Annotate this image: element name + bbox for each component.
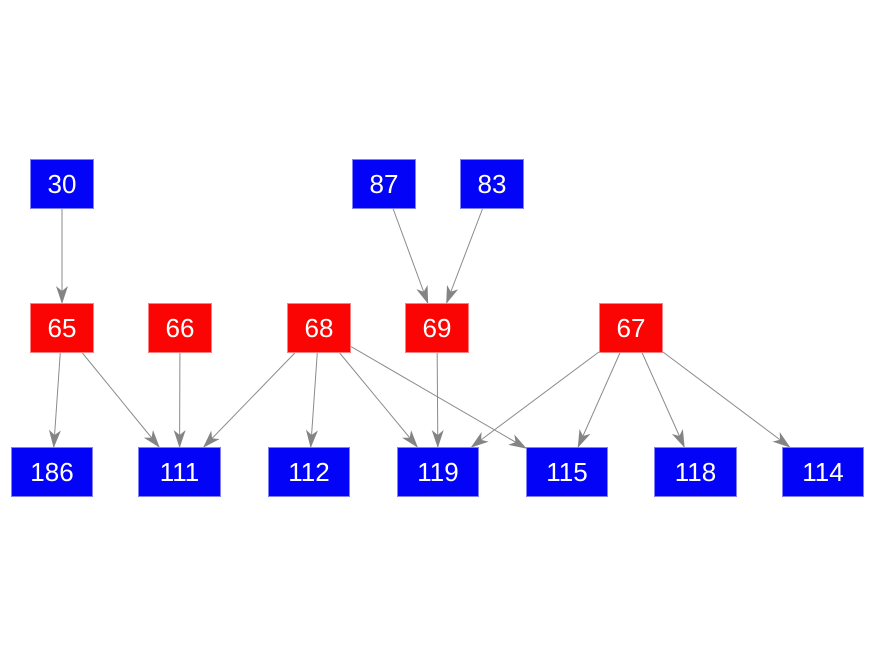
node-83: 83 [460, 159, 524, 209]
node-87: 87 [352, 159, 416, 209]
node-118: 118 [654, 447, 737, 497]
node-67: 67 [599, 303, 663, 353]
edge-67-119 [470, 351, 600, 448]
edge-68-112 [305, 352, 318, 448]
edge-68-115 [350, 346, 527, 449]
node-112: 112 [268, 447, 350, 497]
node-111: 111 [138, 447, 221, 497]
node-114: 114 [782, 447, 864, 497]
node-186: 186 [11, 447, 93, 497]
edge-65-186 [48, 352, 61, 448]
edge-69-119 [431, 352, 444, 448]
edge-67-118 [641, 352, 685, 448]
node-69: 69 [405, 303, 469, 353]
edges-group [48, 208, 791, 449]
node-65: 65 [30, 303, 94, 353]
node-68: 68 [287, 303, 351, 353]
node-115: 115 [526, 447, 608, 497]
node-66: 66 [148, 303, 212, 353]
edge-68-119 [339, 352, 418, 448]
edge-65-111 [82, 352, 160, 448]
edge-83-69 [446, 208, 483, 304]
node-30: 30 [30, 159, 94, 209]
edge-68-111 [203, 352, 296, 448]
edge-67-115 [577, 352, 621, 448]
edge-87-69 [392, 208, 429, 304]
node-119: 119 [397, 447, 479, 497]
edge-67-114 [662, 351, 791, 448]
